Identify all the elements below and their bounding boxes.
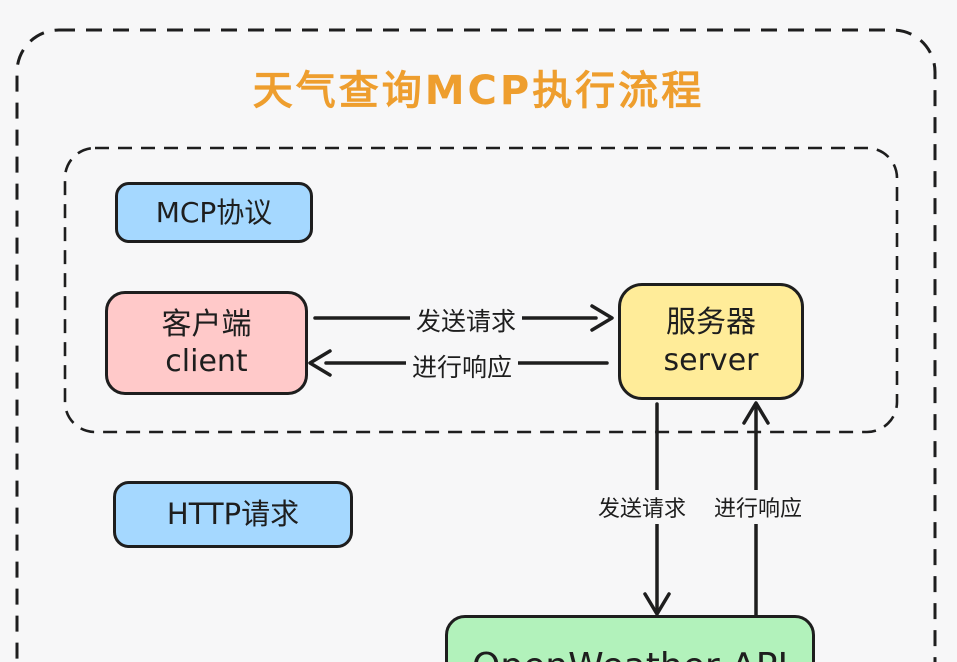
node-server-label-zh: 服务器 bbox=[666, 305, 756, 340]
node-client: 客户端 client bbox=[105, 291, 308, 395]
diagram-title: 天气查询MCP执行流程 bbox=[252, 68, 705, 114]
edge-label-respond-horizontal: 进行响应 bbox=[406, 347, 519, 385]
edge-label-respond-vertical: 进行响应 bbox=[708, 490, 809, 524]
edge-label-send-request-horizontal: 发送请求 bbox=[410, 301, 523, 339]
arrowhead-right-icon bbox=[590, 304, 614, 332]
node-mcp-protocol: MCP协议 bbox=[115, 182, 313, 243]
arrowhead-left-icon bbox=[308, 349, 332, 377]
arrowhead-down-icon bbox=[643, 592, 671, 616]
edge-label-send-request-vertical: 发送请求 bbox=[592, 490, 693, 524]
node-server-label-en: server bbox=[663, 342, 759, 378]
node-openweather-api: OpenWeather API bbox=[445, 615, 815, 662]
node-openweather-api-label: OpenWeather API bbox=[472, 644, 788, 662]
node-mcp-protocol-label: MCP协议 bbox=[155, 196, 273, 229]
arrowhead-up-icon bbox=[742, 401, 770, 425]
node-client-label-en: client bbox=[165, 344, 248, 379]
node-server: 服务器 server bbox=[618, 283, 804, 400]
node-http-request-label: HTTP请求 bbox=[166, 497, 300, 532]
node-http-request: HTTP请求 bbox=[113, 481, 353, 548]
node-client-label-zh: 客户端 bbox=[161, 306, 252, 342]
